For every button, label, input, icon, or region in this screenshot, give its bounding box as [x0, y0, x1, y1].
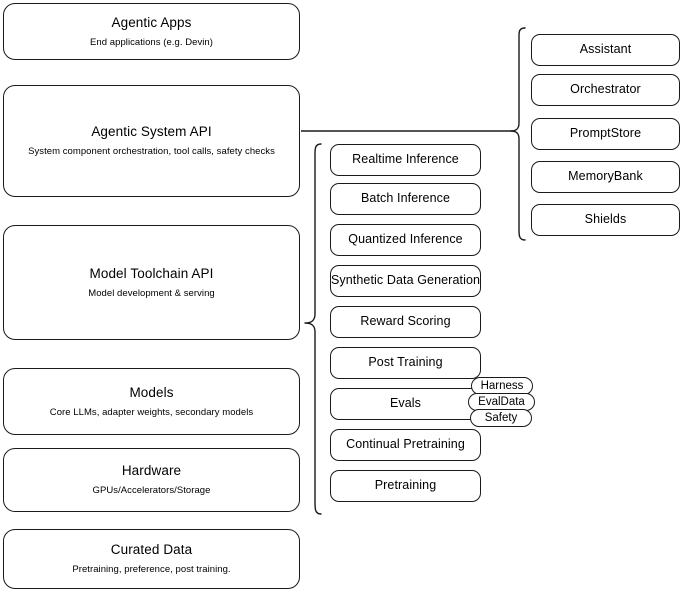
component-label: Quantized Inference	[348, 232, 463, 247]
component-label: Realtime Inference	[352, 152, 459, 167]
system-component-assistant[interactable]: Assistant	[531, 34, 680, 66]
component-label: Assistant	[579, 42, 632, 57]
brace-system-components	[509, 26, 527, 242]
component-label: Evals	[389, 396, 422, 411]
system-component-promptstore[interactable]: PromptStore	[531, 118, 680, 150]
component-label: Pretraining	[374, 478, 437, 493]
toolchain-component-batch-inference[interactable]: Batch Inference	[330, 183, 481, 215]
eval-badge-safety[interactable]: Safety	[470, 409, 532, 427]
component-label: Orchestrator	[570, 82, 641, 97]
badge-label: EvalData	[478, 396, 525, 408]
layer-node-curated-data[interactable]: Curated Data Pretraining, preference, po…	[3, 529, 300, 589]
layer-node-agentic-system-api[interactable]: Agentic System API System component orch…	[3, 85, 300, 197]
layer-node-agentic-apps[interactable]: Agentic Apps End applications (e.g. Devi…	[3, 3, 300, 60]
component-label: Synthetic Data Generation	[330, 273, 481, 288]
system-component-shields[interactable]: Shields	[531, 204, 680, 236]
layer-title: Agentic Apps	[111, 14, 192, 30]
toolchain-component-quantized-inference[interactable]: Quantized Inference	[330, 224, 481, 256]
component-label: PromptStore	[569, 126, 642, 141]
badge-label: Harness	[480, 380, 524, 392]
badge-label: Safety	[484, 412, 518, 424]
toolchain-component-reward-scoring[interactable]: Reward Scoring	[330, 306, 481, 338]
layer-subtitle: Core LLMs, adapter weights, secondary mo…	[49, 406, 254, 418]
brace-toolchain-components	[303, 142, 323, 516]
component-label: Continual Pretraining	[346, 437, 465, 452]
eval-badge-harness[interactable]: Harness	[471, 377, 533, 395]
component-label: Reward Scoring	[360, 314, 451, 329]
layer-subtitle: Pretraining, preference, post training.	[72, 564, 231, 575]
toolchain-component-continual-pretraining[interactable]: Continual Pretraining	[330, 429, 481, 461]
layer-subtitle: System component orchestration, tool cal…	[28, 146, 275, 157]
component-label: MemoryBank	[568, 169, 643, 184]
toolchain-component-evals[interactable]: Evals	[330, 388, 481, 420]
toolchain-component-realtime-inference[interactable]: Realtime Inference	[330, 144, 481, 176]
layer-subtitle: Model development & serving	[88, 287, 215, 299]
layer-node-models[interactable]: Models Core LLMs, adapter weights, secon…	[3, 368, 300, 435]
layer-title: Agentic System API	[91, 124, 212, 140]
system-component-memorybank[interactable]: MemoryBank	[531, 161, 680, 193]
eval-badge-evaldata[interactable]: EvalData	[468, 393, 535, 411]
layer-title: Models	[129, 384, 174, 400]
component-label: Batch Inference	[360, 191, 451, 206]
layer-title: Curated Data	[110, 542, 193, 558]
toolchain-component-pretraining[interactable]: Pretraining	[330, 470, 481, 502]
layer-node-model-toolchain-api[interactable]: Model Toolchain API Model development & …	[3, 225, 300, 340]
toolchain-component-synthetic-data-generation[interactable]: Synthetic Data Generation	[330, 265, 481, 297]
toolchain-component-post-training[interactable]: Post Training	[330, 347, 481, 379]
component-label: Post Training	[368, 355, 443, 370]
system-component-orchestrator[interactable]: Orchestrator	[531, 74, 680, 106]
connector-system-api-to-components	[300, 124, 514, 138]
layer-subtitle: GPUs/Accelerators/Storage	[92, 485, 211, 496]
layer-node-hardware[interactable]: Hardware GPUs/Accelerators/Storage	[3, 448, 300, 512]
layer-subtitle: End applications (e.g. Devin)	[90, 36, 213, 48]
component-label: Shields	[584, 212, 627, 227]
layer-title: Model Toolchain API	[89, 265, 214, 281]
layer-title: Hardware	[121, 463, 182, 479]
